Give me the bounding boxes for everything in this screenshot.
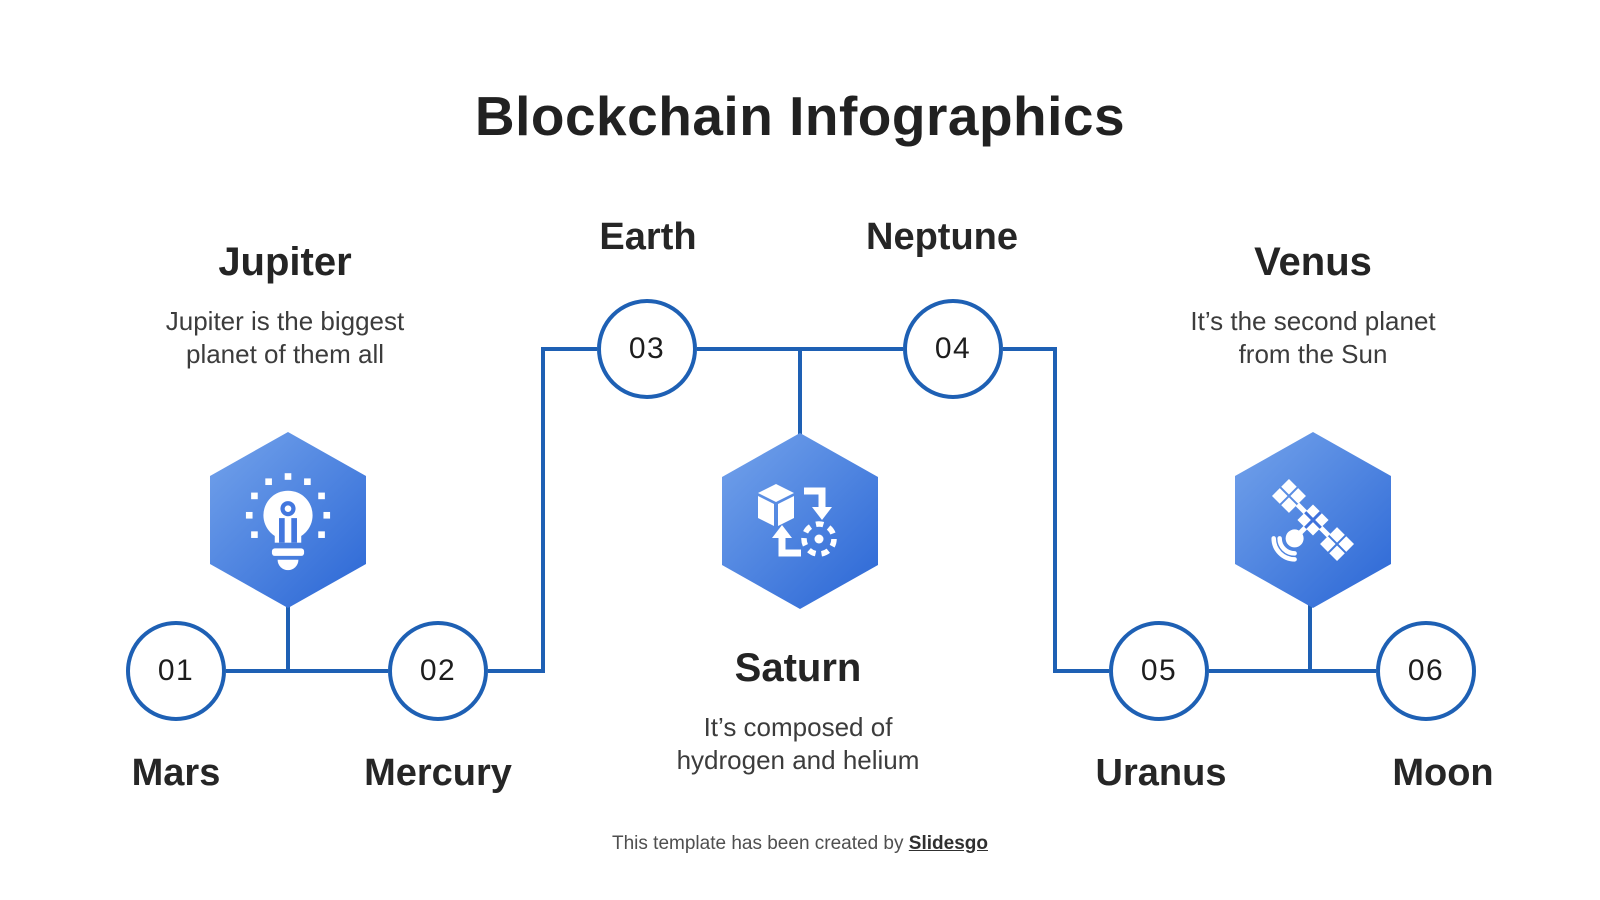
saturn-description: It’s composed of hydrogen and helium [676,712,920,775]
step-label-mercury: Mercury [364,752,512,794]
step-circle-02: 02 [388,621,488,721]
venus-description: It’s the second planet from the Sun [1190,306,1436,369]
step-label-moon: Moon [1392,752,1494,794]
step-circle-06: 06 [1376,621,1476,721]
lightbulb-idea-icon [245,473,331,571]
footer-credit-text: This template has been created by [612,833,909,854]
jupiter-title: Jupiter [218,240,352,284]
slide-title: Blockchain Infographics [474,85,1126,147]
saturn-info-block: Saturn It’s composed of hydrogen and hel… [598,646,998,776]
step-number-02: 02 [419,654,457,687]
satellite-icon [1271,478,1355,562]
step-number-01: 01 [157,654,195,687]
step-number-06: 06 [1407,654,1445,687]
jupiter-info-block: Jupiter Jupiter is the biggest planet of… [85,240,485,370]
venus-info-block: Venus It’s the second planet from the Su… [1113,240,1513,370]
saturn-title: Saturn [734,646,862,690]
footer-credit: This template has been created by Slides… [0,833,1600,855]
step-circle-03: 03 [597,299,697,399]
step-label-neptune: Neptune [866,216,1018,258]
jupiter-description: Jupiter is the biggest planet of them al… [165,306,405,369]
step-circle-05: 05 [1109,621,1209,721]
step-circle-01: 01 [126,621,226,721]
step-number-05: 05 [1140,654,1178,687]
step-circle-04: 04 [903,299,1003,399]
timeline-path [226,347,1376,673]
step-label-uranus: Uranus [1095,752,1227,794]
venus-title: Venus [1254,240,1372,284]
step-label-earth: Earth [599,216,697,258]
step-number-04: 04 [934,332,972,365]
step-number-03: 03 [628,332,666,365]
blockchain-cube-icon [758,484,837,557]
slidesgo-link[interactable]: Slidesgo [908,833,988,854]
step-label-mars: Mars [131,752,221,794]
